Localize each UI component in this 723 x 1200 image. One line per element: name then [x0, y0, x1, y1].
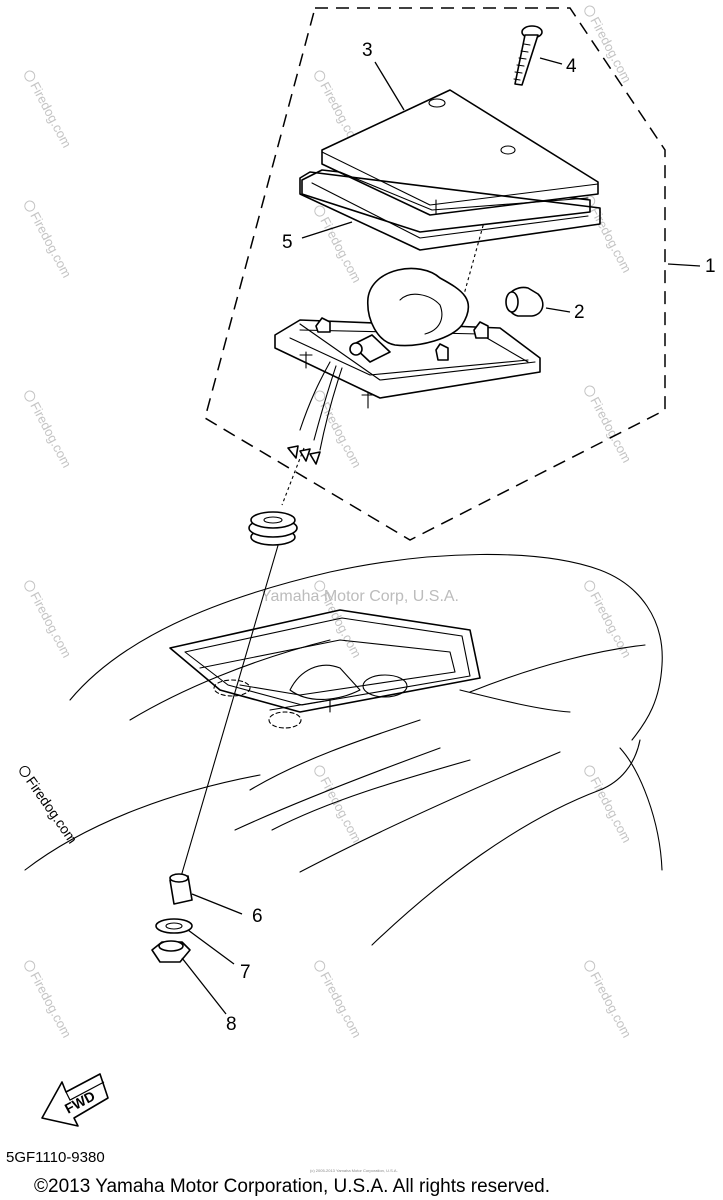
- watermark-site: Firedog.com: [27, 79, 74, 150]
- gasket-part-5: [299, 171, 601, 251]
- leader-lines: [181, 57, 701, 1015]
- fwd-arrow-icon: FWD: [41, 1073, 109, 1127]
- watermark-site: Firedog.com: [27, 589, 74, 660]
- callout-7: 7: [240, 962, 251, 983]
- callout-5: 5: [282, 232, 293, 253]
- nut-part-8: [151, 940, 191, 963]
- lid-cover-part-3: [301, 89, 599, 233]
- callout-1: 1: [705, 256, 716, 277]
- watermark-site: Firedog.com: [587, 969, 634, 1040]
- watermark-site: Firedog.com: [587, 204, 634, 275]
- watermark-site: Firedog.com: [317, 969, 364, 1040]
- bulb-part-2: [505, 286, 544, 317]
- callout-3: 3: [362, 40, 373, 61]
- seat-body: [24, 553, 663, 946]
- watermark-center: Yamaha Motor Corp, U.S.A.: [261, 588, 459, 605]
- washer-part-7: [155, 918, 193, 934]
- screw-part-4: [513, 25, 543, 86]
- grommet: [248, 511, 298, 546]
- callout-2: 2: [574, 302, 585, 323]
- callout-6: 6: [252, 906, 263, 927]
- assembly-boundary: [204, 7, 666, 541]
- watermark-site: Firedog.com: [587, 394, 634, 465]
- svg-text:Firedog.com: Firedog.com: [23, 773, 81, 846]
- tiny-copyright: (c) 2005-2013 Yamaha Motor Corporation, …: [310, 1168, 398, 1173]
- watermark-site: Firedog.com: [27, 209, 74, 280]
- copyright-notice: ©2013 Yamaha Motor Corporation, U.S.A. A…: [34, 1176, 550, 1197]
- side-watermark: Firedog.com: [19, 765, 81, 846]
- light-base-housing: [274, 267, 541, 465]
- collar-part-6: [169, 873, 193, 905]
- watermark-site: Firedog.com: [27, 399, 74, 470]
- callout-4: 4: [566, 56, 577, 77]
- alignment-line: [281, 447, 305, 506]
- watermark-site: Firedog.com: [317, 399, 364, 470]
- alignment-line: [179, 541, 280, 881]
- watermark-site: Firedog.com: [587, 14, 634, 85]
- callout-8: 8: [226, 1014, 237, 1035]
- watermark-site: Firedog.com: [27, 969, 74, 1040]
- part-code: 5GF1110-9380: [6, 1149, 105, 1166]
